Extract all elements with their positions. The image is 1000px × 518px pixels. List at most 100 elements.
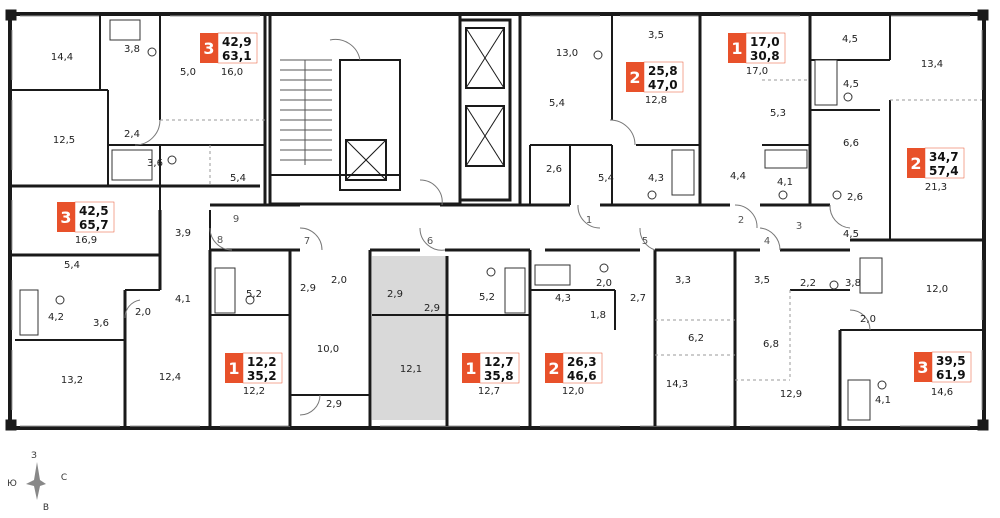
living-area: 12,2: [247, 355, 277, 369]
total-area: 30,8: [750, 49, 780, 63]
area-box: [924, 147, 965, 179]
apartment-badge[interactable]: 1 17,0 30,8: [728, 32, 786, 64]
room-area: 3,8: [845, 278, 861, 289]
room-area: 13,0: [556, 48, 578, 59]
apartment-badge[interactable]: 3 39,5 61,9: [914, 351, 972, 383]
room-area: 17,0: [746, 66, 768, 77]
living-area: 12,7: [484, 355, 514, 369]
room-area: 3,6: [93, 318, 109, 329]
room-area: 2,0: [860, 314, 876, 325]
rooms-count-box: [545, 353, 563, 383]
room-area: 3,3: [675, 275, 691, 286]
total-area: 63,1: [222, 49, 252, 63]
rooms-count-box: [728, 33, 746, 63]
rooms-count: 2: [548, 359, 559, 378]
rooms-count: 1: [228, 359, 239, 378]
room-area: 14,6: [931, 387, 953, 398]
area-box: [479, 352, 520, 384]
room-area: 4,1: [875, 395, 891, 406]
room-area: 4,4: [730, 171, 746, 182]
area-box: [217, 32, 258, 64]
room-area: 2,0: [596, 278, 612, 289]
room-area: 3,6: [147, 158, 163, 169]
room-area: 2,6: [847, 192, 863, 203]
total-area: 35,8: [484, 369, 514, 383]
compass-west-label: Ю: [7, 479, 17, 489]
apartment-badge[interactable]: 3 42,5 65,7: [57, 201, 115, 233]
apartment-badge[interactable]: 2 25,8 47,0: [626, 61, 684, 93]
apartment-badge[interactable]: 2 26,3 46,6: [545, 352, 603, 384]
rooms-count-box: [914, 352, 932, 382]
room-area: 12,4: [159, 372, 181, 383]
apartment-badge[interactable]: 2 34,7 57,4: [907, 147, 965, 179]
area-box: [745, 32, 786, 64]
room-area: 2,9: [424, 303, 440, 314]
room-area: 1,8: [590, 310, 606, 321]
room-area: 16,0: [221, 67, 243, 78]
room-area: 3,9: [175, 228, 191, 239]
compass-north-label: З: [31, 451, 37, 461]
apartment-badge[interactable]: 1 12,7 35,8: [462, 352, 520, 384]
living-area: 42,9: [222, 35, 252, 49]
total-area: 47,0: [648, 78, 678, 92]
rooms-count: 1: [465, 359, 476, 378]
room-area: 10,0: [317, 344, 339, 355]
room-area: 2,4: [124, 129, 140, 140]
rooms-count: 2: [910, 154, 921, 173]
room-area: 2,9: [300, 283, 316, 294]
room-area: 4,3: [648, 173, 664, 184]
total-area: 65,7: [79, 218, 109, 232]
rooms-count-box: [907, 148, 925, 178]
room-area: 4,2: [48, 312, 64, 323]
room-area: 2,0: [331, 275, 347, 286]
door-numbers: 1 2 3 4 5 6 7 8 9: [217, 214, 802, 247]
compass-east-label: С: [61, 473, 67, 483]
door-number: 4: [764, 236, 770, 247]
area-box: [643, 61, 684, 93]
room-area: 13,4: [921, 59, 943, 70]
total-area: 35,2: [247, 369, 277, 383]
rooms-count: 3: [917, 358, 928, 377]
room-area: 12,5: [53, 135, 75, 146]
windows: [11, 15, 983, 427]
area-box: [931, 351, 972, 383]
living-area: 39,5: [936, 354, 966, 368]
compass-south-label: В: [43, 503, 49, 513]
total-area: 61,9: [936, 368, 966, 382]
room-area: 21,3: [925, 182, 947, 193]
dashed-boundaries: [160, 79, 982, 381]
room-area: 13,2: [61, 375, 83, 386]
room-area: 5,0: [180, 67, 196, 78]
area-box: [74, 201, 115, 233]
rooms-count: 2: [629, 68, 640, 87]
door-number: 1: [586, 215, 592, 226]
total-area: 57,4: [929, 164, 959, 178]
rooms-count-box: [200, 33, 218, 63]
door-number: 9: [233, 214, 239, 225]
rooms-count-box: [225, 353, 243, 383]
apartment-badge[interactable]: 1 12,2 35,2: [225, 352, 283, 384]
door-number: 2: [738, 215, 744, 226]
room-area: 4,5: [843, 229, 859, 240]
door-number: 7: [304, 236, 310, 247]
living-area: 26,3: [567, 355, 597, 369]
room-area: 6,8: [763, 339, 779, 350]
room-area: 5,2: [479, 292, 495, 303]
rooms-count-box: [57, 202, 75, 232]
room-area: 12,0: [926, 284, 948, 295]
living-area: 17,0: [750, 35, 780, 49]
bathroom-fixtures: [19, 19, 887, 421]
room-area: 6,2: [688, 333, 704, 344]
door-swings: [124, 38, 871, 416]
room-area: 2,9: [387, 289, 403, 300]
room-area: 12,1: [400, 364, 422, 375]
room-area: 14,3: [666, 379, 688, 390]
room-area: 2,2: [800, 278, 816, 289]
apartment-badge[interactable]: 3 42,9 63,1: [200, 32, 258, 64]
room-area: 12,2: [243, 386, 265, 397]
rooms-count: 3: [60, 208, 71, 227]
room-area: 4,1: [777, 177, 793, 188]
room-area: 4,5: [842, 34, 858, 45]
interior-walls: [12, 12, 982, 426]
stairs: [280, 59, 332, 165]
